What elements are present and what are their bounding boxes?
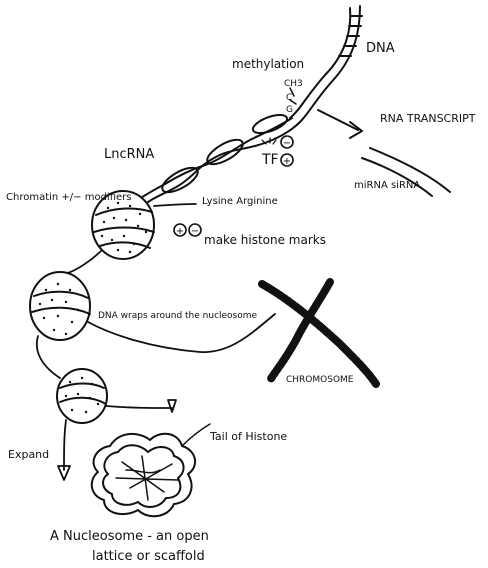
label-chromatin-modifiers: Chromatin +/− modifiers bbox=[6, 192, 131, 203]
label-chromosome: CHROMOSOME bbox=[286, 375, 354, 385]
label-lysine-arginine: Lysine Arginine bbox=[202, 196, 278, 207]
label-rna-transcript: RNA TRANSCRIPT bbox=[380, 112, 476, 125]
nucleosome-3 bbox=[57, 369, 107, 423]
chromosome bbox=[262, 282, 376, 384]
label-tail-of-histone: Tail of Histone bbox=[209, 430, 287, 443]
minus-circle-icon: − bbox=[189, 224, 201, 237]
label-lncrna: LncRNA bbox=[104, 147, 154, 162]
nucleosome-2 bbox=[30, 272, 90, 340]
label-c: C bbox=[286, 93, 292, 103]
label-dna-wraps: DNA wraps around the nucleosome bbox=[98, 311, 258, 321]
label-histone-marks: make histone marks bbox=[204, 233, 326, 247]
caption-line-1: A Nucleosome - an open bbox=[50, 529, 209, 544]
svg-text:+: + bbox=[176, 226, 184, 237]
tf-plus-circle-icon: + bbox=[281, 154, 293, 167]
label-ch3: CH3 bbox=[284, 79, 303, 89]
svg-text:−: − bbox=[191, 226, 199, 237]
svg-text:−: − bbox=[283, 138, 291, 149]
label-mirna-sirna: miRNA siRNA bbox=[354, 180, 420, 191]
tf-minus-circle-icon: − bbox=[281, 136, 293, 149]
label-g: G bbox=[286, 105, 293, 115]
label-dna: DNA bbox=[366, 41, 395, 56]
label-methylation: methylation bbox=[232, 57, 304, 71]
svg-text:+: + bbox=[283, 156, 291, 167]
label-expand: Expand bbox=[8, 448, 49, 461]
plus-circle-icon: + bbox=[174, 224, 186, 237]
open-nucleosome-scaffold bbox=[92, 424, 210, 516]
label-tf: TF bbox=[261, 152, 279, 168]
caption-line-2: lattice or scaffold bbox=[92, 549, 205, 564]
